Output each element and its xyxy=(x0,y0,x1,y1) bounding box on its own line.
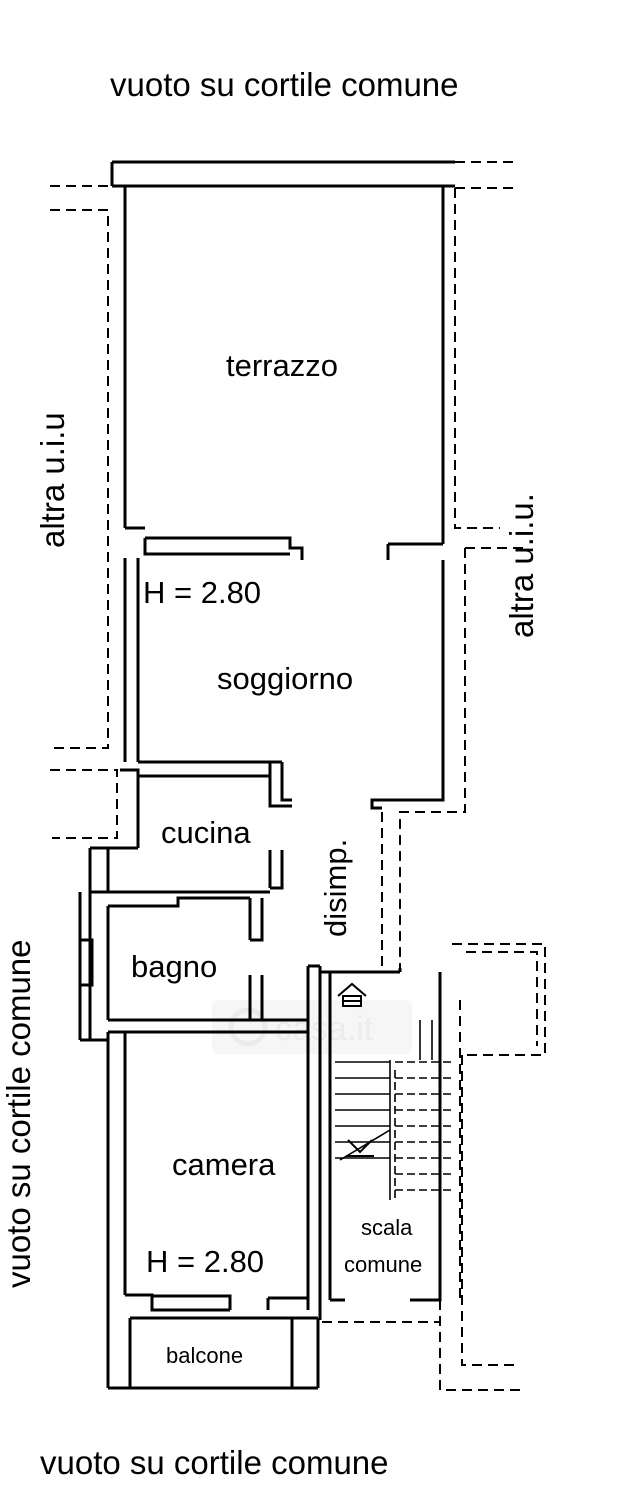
label-right-other-unit: altra u.i.u. xyxy=(503,493,540,638)
walls xyxy=(78,160,455,1390)
label-bottom-courtyard: vuoto su cortile comune xyxy=(40,1444,389,1481)
label-left-other-unit: altra u.i.u xyxy=(34,412,71,548)
watermark: casa.it xyxy=(212,1000,412,1054)
label-top-courtyard: vuoto su cortile comune xyxy=(110,66,459,103)
label-disimpegno: disimp. xyxy=(318,838,353,937)
staircase xyxy=(335,1020,455,1200)
label-bagno: bagno xyxy=(131,949,218,984)
watermark-text: casa.it xyxy=(275,1010,374,1048)
label-cucina: cucina xyxy=(161,815,251,850)
label-balcone: balcone xyxy=(166,1343,244,1368)
neighbour-boundaries xyxy=(50,161,546,1391)
label-soggiorno: soggiorno xyxy=(217,661,354,696)
stair-arrow-icon xyxy=(337,982,374,1157)
label-terrazzo: terrazzo xyxy=(226,348,338,383)
label-left-courtyard: vuoto su cortile comune xyxy=(0,939,37,1288)
label-camera: camera xyxy=(172,1147,276,1182)
label-height-soggiorno: H = 2.80 xyxy=(143,575,262,610)
label-scala-line1: scala xyxy=(361,1215,413,1240)
label-scala-line2: comune xyxy=(344,1252,423,1277)
label-height-camera: H = 2.80 xyxy=(146,1244,265,1279)
